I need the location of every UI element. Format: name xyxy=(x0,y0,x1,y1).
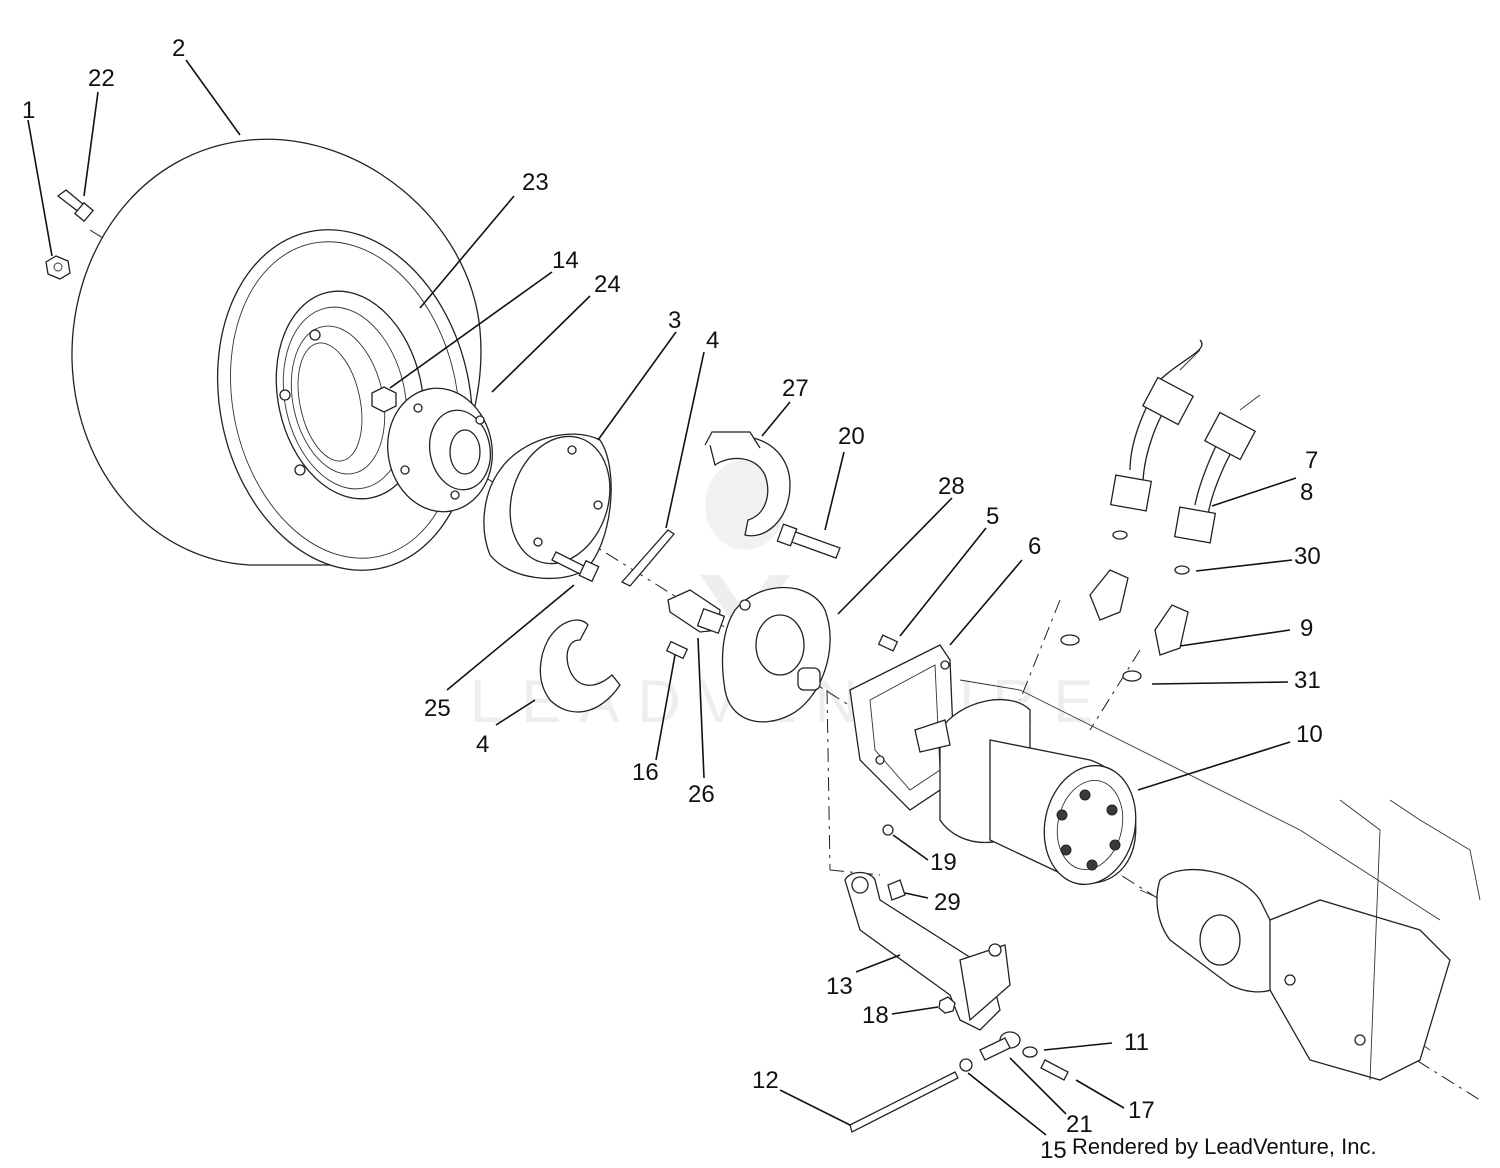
callout-4-lower: 4 xyxy=(476,731,489,758)
callout-7: 7 xyxy=(1305,447,1318,474)
callout-30: 30 xyxy=(1294,543,1321,570)
callout-18: 18 xyxy=(862,1002,889,1029)
callout-28: 28 xyxy=(938,473,965,500)
callout-8: 8 xyxy=(1300,479,1313,506)
callout-15: 15 xyxy=(1040,1137,1067,1164)
callout-1: 1 xyxy=(22,97,35,124)
callout-6: 6 xyxy=(1028,533,1041,560)
lug-nut xyxy=(45,255,71,280)
shaft-key xyxy=(877,634,899,652)
callout-3: 3 xyxy=(668,307,681,334)
callout-17: 17 xyxy=(1128,1097,1155,1124)
mounting-bolt xyxy=(776,523,841,559)
brake-shoe-upper xyxy=(704,431,791,537)
callout-22: 22 xyxy=(88,65,115,92)
callout-10: 10 xyxy=(1296,721,1323,748)
brake-shoe-lower xyxy=(539,619,621,713)
cotter-pin xyxy=(620,529,675,587)
callout-labels: 1 2 3 4 4 5 6 7 8 9 10 11 12 13 14 15 16… xyxy=(22,35,1323,1164)
drum-bolt xyxy=(551,551,600,583)
leader-lines xyxy=(27,59,1297,1136)
callout-11: 11 xyxy=(1124,1029,1149,1056)
callout-2: 2 xyxy=(172,35,185,62)
callout-5: 5 xyxy=(986,503,999,530)
callout-24: 24 xyxy=(594,271,621,298)
callout-19: 19 xyxy=(930,849,957,876)
callout-16: 16 xyxy=(632,759,659,786)
callout-14: 14 xyxy=(552,247,579,274)
wheel-stud xyxy=(56,189,95,223)
brake-lever xyxy=(844,824,1011,1031)
hydraulic-motor xyxy=(914,698,1137,886)
callout-4-upper: 4 xyxy=(706,327,719,354)
callout-20: 20 xyxy=(838,423,865,450)
small-bolt xyxy=(665,640,689,660)
wheel-hub xyxy=(387,387,493,513)
backing-plate xyxy=(721,586,831,723)
callout-21: 21 xyxy=(1066,1111,1093,1138)
hydraulic-hoses xyxy=(1109,339,1261,544)
callout-26: 26 xyxy=(688,781,715,808)
callout-13: 13 xyxy=(826,973,853,1000)
callout-27: 27 xyxy=(782,375,809,402)
clevis-and-rod xyxy=(849,1031,1069,1133)
hydraulic-fittings xyxy=(1060,530,1190,682)
callout-31: 31 xyxy=(1294,667,1321,694)
brake-cam xyxy=(667,589,726,635)
callout-9: 9 xyxy=(1300,615,1313,642)
callout-29: 29 xyxy=(934,889,961,916)
tire-wheel xyxy=(71,138,482,571)
callout-25: 25 xyxy=(424,695,451,722)
callout-23: 23 xyxy=(522,169,549,196)
callout-12: 12 xyxy=(752,1067,779,1094)
render-credit: Rendered by LeadVenture, Inc. xyxy=(1072,1134,1377,1159)
frame-tube xyxy=(959,679,1481,1081)
